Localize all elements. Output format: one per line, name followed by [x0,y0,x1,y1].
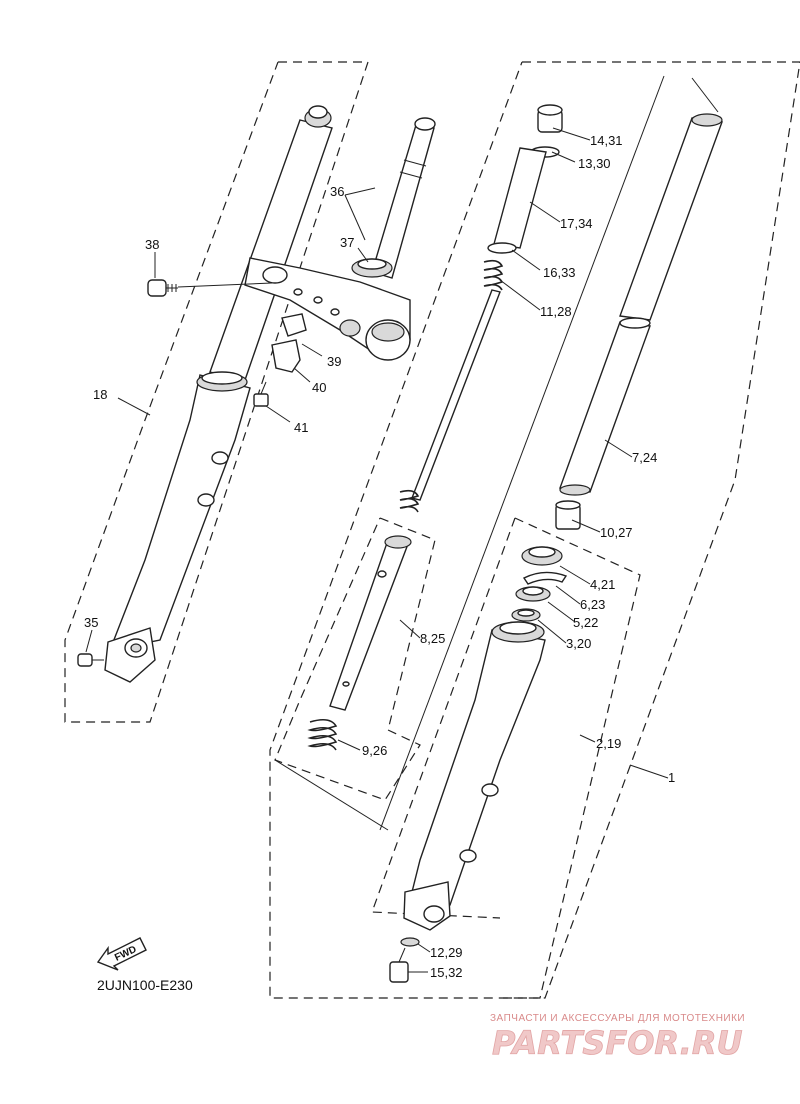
diagram-code: 2UJN100-E230 [97,977,193,993]
screw-41 [253,393,269,407]
callout-1: 1 [668,770,675,785]
callout-16-33: 16,33 [543,265,576,280]
steering-stem [371,124,435,279]
callout-38: 38 [145,237,159,252]
slider-axle-lug [403,881,451,931]
bracket-40 [271,339,301,373]
washer-16 [487,242,517,254]
outline-left-fork-assembly [64,61,369,723]
watermark-tagline: ЗАПЧАСТИ И АКСЕССУАРЫ ДЛЯ МОТОТЕХНИКИ [490,1013,745,1024]
callout-6-23: 6,23 [580,597,605,612]
right-fork-parts [307,104,723,983]
callout-36: 36 [330,184,344,199]
steering-stem-assembly [244,117,436,361]
callout-37: 37 [340,235,354,250]
outline-inner-tube-kit [500,517,641,999]
spacer-17 [493,147,547,249]
rebound-spring-9 [307,718,338,751]
fwd-arrow: FWD [96,937,147,971]
outline-right-fork-assembly [269,61,800,999]
callout-2-19: 2,19 [596,736,621,751]
clip-6 [522,571,568,585]
callout-35: 35 [84,615,98,630]
callout-14-31: 14,31 [590,133,623,148]
callout-13-30: 13,30 [578,156,611,171]
screw-35 [77,653,104,667]
callout-4-21: 4,21 [590,577,615,592]
inner-tube-upper [619,117,723,321]
callout-7-24: 7,24 [632,450,657,465]
callout-12-29: 12,29 [430,945,463,960]
outline-inner-tube-kit-2 [371,517,516,919]
callout-labels: 14,31 13,30 17,34 16,33 11,28 7,24 10,27… [84,133,675,980]
callout-10-27: 10,27 [600,525,633,540]
callout-3-20: 3,20 [566,636,591,651]
watermark: ЗАПЧАСТИ И АКСЕССУАРЫ ДЛЯ МОТОТЕХНИКИ PA… [490,1013,745,1062]
gasket-12 [400,937,420,947]
callout-18: 18 [93,387,107,402]
callout-17-34: 17,34 [560,216,593,231]
callout-15-32: 15,32 [430,965,463,980]
left-outer-slider [108,374,251,651]
callout-8-25: 8,25 [420,631,445,646]
callout-5-22: 5,22 [573,615,598,630]
misc-leader-lines [274,75,719,831]
callout-11-28: 11,28 [540,304,572,319]
watermark-brand: PARTSFOR.RU [492,1024,742,1062]
callout-9-26: 9,26 [362,743,387,758]
callout-41: 41 [294,420,308,435]
outline-damper-rod-kit [274,517,436,801]
bracket-clamp-bolt [339,319,361,337]
fwd-arrow-icon [96,937,147,971]
left-inner-tube [209,119,333,381]
inner-tube-7 [559,321,651,493]
callout-39: 39 [327,354,341,369]
group-outlines [64,61,800,999]
outer-slider-2 [409,629,546,906]
callout-40: 40 [312,380,326,395]
fork-spring-long [411,289,501,501]
spring-11 [483,259,504,291]
drain-bolt-15 [389,961,409,983]
left-fork-assembly [104,105,333,683]
callout-leaders [85,127,669,973]
damper-rod-8 [329,539,409,711]
small-brackets [253,313,307,407]
clip-39 [281,313,307,337]
bolt-38 [147,279,178,297]
